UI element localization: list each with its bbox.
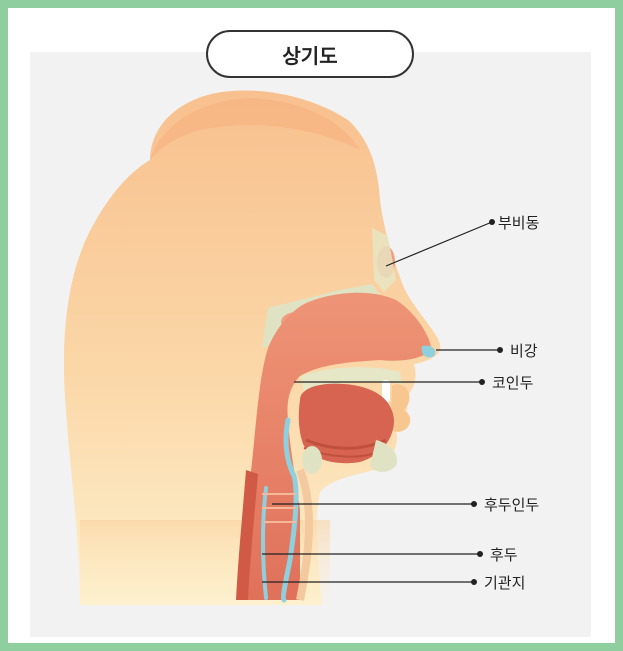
- label-larynx: 후두: [490, 544, 518, 565]
- label-nasopharynx: 코인두: [492, 372, 533, 393]
- label-nasal-cavity: 비강: [510, 340, 538, 361]
- label-bronchi: 기관지: [484, 572, 525, 593]
- label-sinus: 부비동: [498, 212, 539, 233]
- hyoid: [302, 446, 322, 474]
- diagram-title: 상기도: [206, 30, 414, 78]
- leader-sinus: [386, 222, 492, 266]
- label-laryngopharynx: 후두인두: [484, 494, 539, 515]
- leader-dots: [471, 219, 503, 585]
